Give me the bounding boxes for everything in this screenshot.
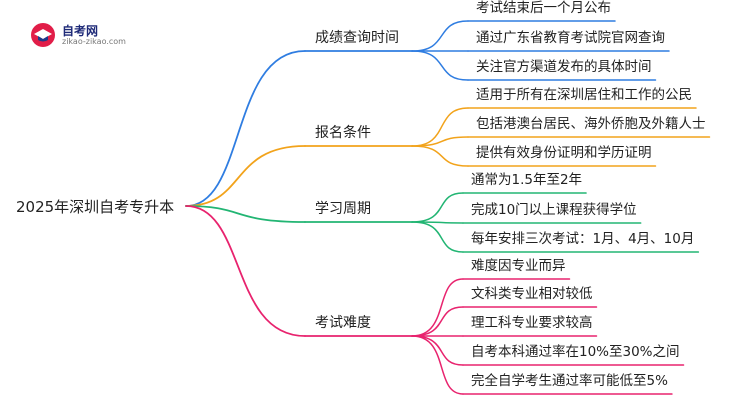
leaf-link [411, 107, 469, 147]
logo-name: 自考网 [62, 24, 99, 38]
leaf-node: 文科类专业相对较低 [471, 286, 593, 302]
root-node: 2025年深圳自考专升本 [16, 198, 175, 216]
leaf-node: 理工科专业要求较高 [471, 315, 593, 331]
branch-link [185, 50, 306, 207]
leaf-node: 关注官方渠道发布的具体时间 [476, 59, 652, 75]
logo-url: zikao-zikao.com [62, 37, 126, 46]
leaf-node: 适用于所有在深圳居住和工作的公民 [476, 87, 692, 103]
leaf-link [411, 278, 464, 337]
graduation-cap-icon [31, 23, 55, 47]
leaf-link [411, 335, 464, 395]
leaf-link [411, 136, 469, 147]
leaf-node: 每年安排三次考试：1月、4月、10月 [471, 231, 695, 247]
leaf-node: 完成10门以上课程获得学位 [471, 202, 637, 218]
leaf-node: 提供有效身份证明和学历证明 [476, 145, 652, 161]
leaf-node: 自考本科通过率在10%至30%之间 [471, 344, 680, 360]
branch-node-4: 考试难度 [315, 315, 371, 331]
leaf-link [411, 145, 469, 167]
branch-node-1: 成绩查询时间 [315, 30, 399, 46]
leaf-node: 通过广东省教育考试院官网查询 [476, 30, 665, 46]
branch-link [185, 205, 306, 223]
leaf-node: 难度因专业而异 [471, 258, 566, 274]
branch-node-2: 报名条件 [315, 125, 371, 141]
branch-link [185, 145, 306, 207]
leaf-link [411, 221, 464, 253]
leaf-link [411, 335, 464, 366]
leaf-node: 通常为1.5年至2年 [471, 172, 583, 188]
leaf-link [411, 50, 469, 81]
branch-link [185, 205, 306, 337]
leaf-link [411, 20, 469, 52]
leaf-link [411, 221, 464, 224]
leaf-link [411, 306, 464, 337]
leaf-node: 考试结束后一个月公布 [476, 0, 611, 16]
leaf-link [411, 192, 464, 223]
leaf-node: 包括港澳台居民、海外侨胞及外籍人士 [476, 116, 706, 132]
leaf-node: 完全自学考生通过率可能低至5% [471, 373, 668, 389]
branch-node-3: 学习周期 [315, 201, 371, 217]
site-logo: 自考网 zikao-zikao.com [30, 22, 140, 52]
